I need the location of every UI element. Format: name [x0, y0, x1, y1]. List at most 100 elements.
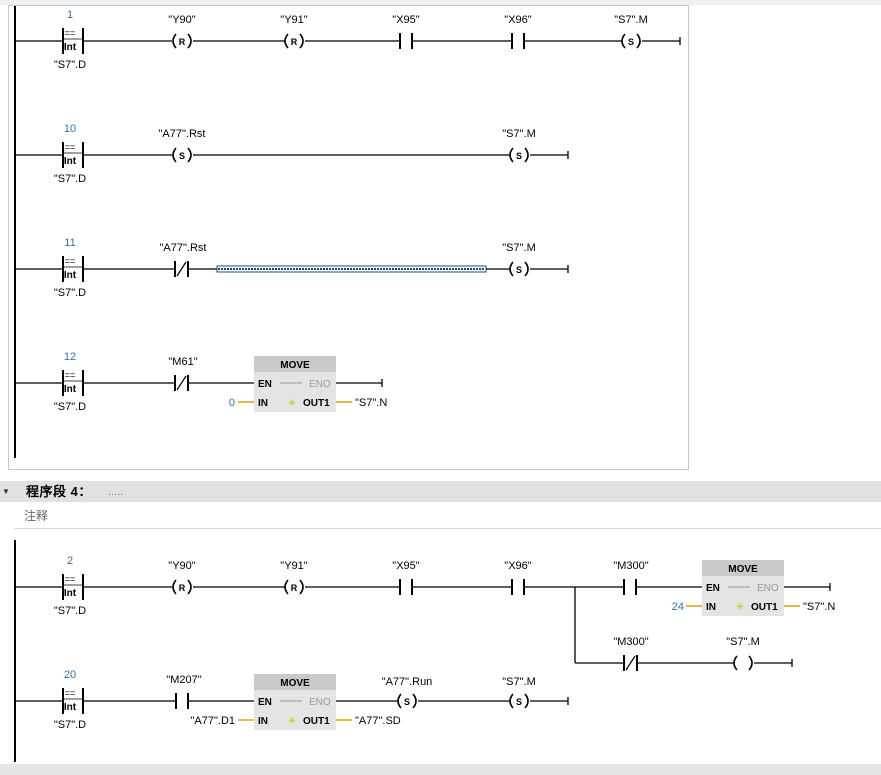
reset-coil[interactable]: R	[172, 579, 192, 595]
compare-operand: "S7".D	[54, 605, 86, 617]
compare-int-contact[interactable]: == Int	[62, 142, 84, 168]
coil-tag: "S7".M	[502, 676, 535, 688]
coil-type: S	[516, 697, 522, 707]
segment-title: 程序段 4：	[26, 484, 92, 499]
network-1-rung[interactable]: 1 == Int "S7".D "Y90" R "Y91" R "X95"	[15, 9, 681, 71]
coil-tag: "S7".M	[502, 128, 535, 140]
network-2-rung[interactable]: 2 == Int "S7".D "Y90" R "Y91" R "X95"	[15, 555, 835, 671]
network-10-rung[interactable]: 10 == Int "S7".D "A77".Rst S "S7".M S	[15, 123, 569, 185]
nc-contact[interactable]	[623, 655, 638, 671]
out-pin: OUT1	[751, 602, 778, 613]
contact-tag: "A77".Rst	[160, 242, 207, 254]
no-contact[interactable]	[175, 693, 189, 709]
contact-tag: "X96"	[504, 14, 531, 26]
network-12-rung[interactable]: 12 == Int "S7".D "M61" MOVE EN ENO IN ✳	[15, 351, 387, 413]
no-contact[interactable]	[511, 33, 525, 49]
compare-operand: "S7".D	[54, 401, 86, 413]
move-out-value: "S7".N	[803, 601, 835, 613]
compare-operand: "S7".D	[54, 719, 86, 731]
reset-coil[interactable]: R	[172, 33, 192, 49]
compare-type: Int	[64, 384, 77, 395]
contact-tag: "M300"	[613, 636, 648, 648]
move-out-value: "A77".SD	[355, 715, 401, 727]
network-20-rung[interactable]: 20 == Int "S7".D "M207" MOVE EN ENO IN ✳…	[15, 669, 569, 731]
contact-tag: "M207"	[166, 674, 201, 686]
no-contact[interactable]	[399, 579, 413, 595]
no-contact[interactable]	[511, 579, 525, 595]
coil-tag: "S7".M	[726, 636, 759, 648]
compare-int-contact[interactable]: == Int	[62, 688, 84, 714]
compare-int-contact[interactable]: == Int	[62, 574, 84, 600]
en-pin: EN	[258, 697, 272, 708]
nc-contact[interactable]	[174, 375, 189, 391]
coil-type: R	[179, 37, 186, 47]
eno-pin: ENO	[309, 379, 331, 390]
eno-pin: ENO	[757, 583, 779, 594]
en-pin: EN	[706, 583, 720, 594]
move-block[interactable]: MOVE EN ENO IN ✳ OUT1	[254, 356, 336, 412]
nc-contact[interactable]	[174, 261, 189, 277]
in-pin: IN	[258, 716, 268, 727]
network-11-rung[interactable]: 11 == Int "S7".D "A77".Rst "S7".M S	[15, 237, 569, 299]
network-number: 20	[64, 669, 76, 681]
set-coil[interactable]: S	[397, 693, 417, 709]
compare-operator: ==	[65, 370, 76, 380]
move-star-icon: ✳	[288, 398, 296, 409]
in-pin: IN	[258, 398, 268, 409]
compare-type: Int	[64, 702, 77, 713]
network-number: 10	[64, 123, 76, 135]
reset-coil[interactable]: R	[284, 579, 304, 595]
selected-wire[interactable]	[216, 265, 487, 273]
in-pin: IN	[706, 602, 716, 613]
set-coil[interactable]: S	[509, 693, 529, 709]
compare-operator: ==	[65, 28, 76, 38]
eno-pin: ENO	[309, 697, 331, 708]
no-contact[interactable]	[623, 579, 637, 595]
compare-operator: ==	[65, 256, 76, 266]
bottom-scroll-bar[interactable]	[0, 764, 881, 775]
comment-divider	[14, 528, 881, 529]
out-pin: OUT1	[303, 398, 330, 409]
segment-title-placeholder[interactable]: .....	[108, 486, 124, 498]
segment-4-header[interactable]: ▼ 程序段 4： .....	[0, 481, 881, 502]
coil-type: S	[516, 151, 522, 161]
out-pin: OUT1	[303, 716, 330, 727]
collapse-arrow-icon[interactable]: ▼	[2, 487, 10, 496]
compare-int-contact[interactable]: == Int	[62, 370, 84, 396]
move-in-value: 24	[672, 601, 684, 613]
network-number: 12	[64, 351, 76, 363]
coil[interactable]	[733, 655, 753, 671]
top-toolbar-strip	[0, 0, 881, 5]
network-number: 11	[64, 237, 75, 249]
segment-comment[interactable]: 注释	[24, 509, 49, 523]
move-block[interactable]: MOVE EN ENO IN ✳ OUT1	[702, 560, 784, 616]
move-in-value: "A77".D1	[191, 715, 236, 727]
move-block[interactable]: MOVE EN ENO IN ✳ OUT1	[254, 674, 336, 730]
compare-operator: ==	[65, 574, 76, 584]
compare-int-contact[interactable]: == Int	[62, 28, 84, 54]
move-star-icon: ✳	[288, 716, 296, 727]
coil-type: R	[291, 583, 298, 593]
compare-int-contact[interactable]: == Int	[62, 256, 84, 282]
coil-type: S	[516, 265, 522, 275]
set-coil[interactable]: S	[621, 33, 641, 49]
set-coil[interactable]: S	[172, 147, 192, 163]
compare-operator: ==	[65, 142, 76, 152]
coil-tag: "Y91"	[280, 560, 307, 572]
move-in-value: 0	[229, 397, 235, 409]
set-coil[interactable]: S	[509, 261, 529, 277]
network-number: 2	[67, 555, 73, 567]
segment-3-frame	[8, 5, 689, 470]
compare-operand: "S7".D	[54, 173, 86, 185]
reset-coil[interactable]: R	[284, 33, 304, 49]
move-title: MOVE	[280, 678, 310, 689]
coil-type: S	[179, 151, 185, 161]
coil-tag: "S7".M	[502, 242, 535, 254]
coil-type: R	[179, 583, 186, 593]
compare-type: Int	[64, 588, 77, 599]
no-contact[interactable]	[399, 33, 413, 49]
coil-tag: "A77".Rst	[159, 128, 206, 140]
set-coil[interactable]: S	[509, 147, 529, 163]
contact-tag: "X96"	[504, 560, 531, 572]
